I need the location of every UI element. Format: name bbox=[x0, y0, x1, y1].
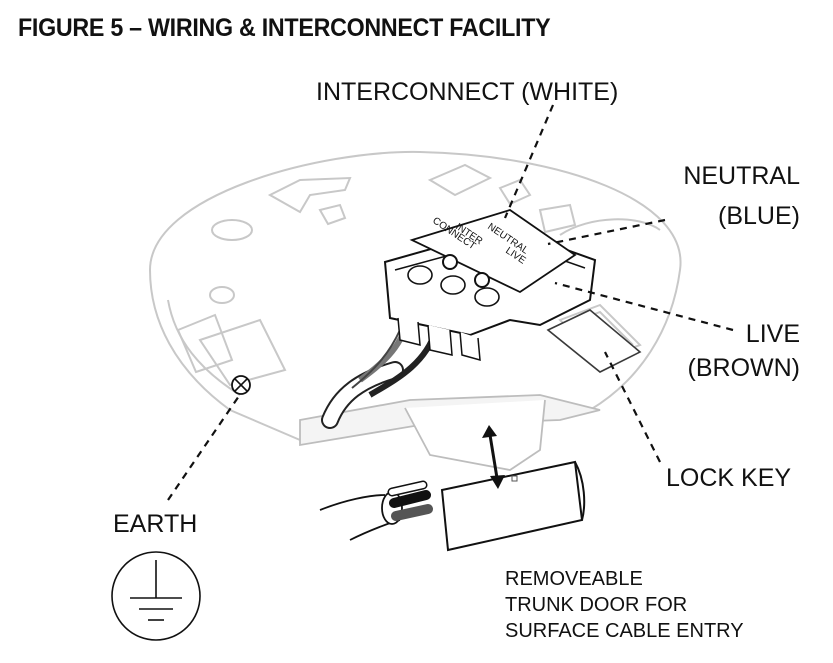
label-trunk-line1: REMOVEABLE bbox=[505, 568, 643, 590]
leader-interconnect bbox=[503, 104, 555, 219]
label-lock-key: LOCK KEY bbox=[666, 464, 792, 492]
label-neutral-line1: NEUTRAL bbox=[683, 162, 800, 190]
terminal-block bbox=[383, 209, 597, 362]
leader-neutral bbox=[547, 218, 666, 246]
base-rim bbox=[299, 394, 601, 471]
ground-symbol-icon bbox=[111, 551, 201, 641]
leader-lock-key bbox=[604, 351, 661, 463]
label-interconnect: INTERCONNECT (WHITE) bbox=[316, 78, 619, 106]
trunk-door bbox=[440, 425, 586, 552]
label-trunk-line2: TRUNK DOOR FOR bbox=[505, 594, 688, 616]
lock-key bbox=[546, 309, 642, 373]
leader-live bbox=[554, 281, 734, 332]
external-cable bbox=[319, 480, 433, 541]
figure-title: FIGURE 5 – WIRING & INTERCONNECT FACILIT… bbox=[18, 14, 551, 42]
label-live-line2: (BROWN) bbox=[687, 354, 800, 382]
label-live-line1: LIVE bbox=[745, 320, 800, 348]
label-earth: EARTH bbox=[113, 510, 198, 538]
leader-earth bbox=[167, 392, 242, 501]
label-trunk-line3: SURFACE CABLE ENTRY bbox=[505, 620, 744, 642]
label-neutral-line2: (BLUE) bbox=[718, 202, 800, 230]
earth-terminal-icon bbox=[231, 375, 251, 395]
leader-lines bbox=[167, 104, 734, 501]
